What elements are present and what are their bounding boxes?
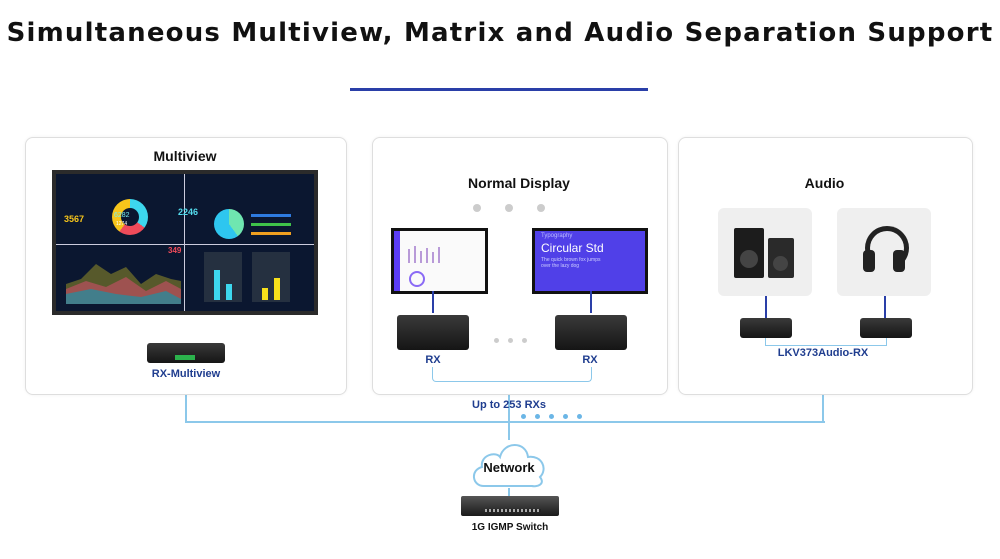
audio-rx-device <box>860 318 912 338</box>
rx-device <box>397 315 469 350</box>
rx-multiview-device <box>147 343 225 363</box>
audio-cable <box>765 296 767 318</box>
dot <box>508 338 513 343</box>
bar <box>251 232 291 235</box>
stat: 3567 <box>64 214 85 224</box>
panel-title: Normal Display <box>468 175 570 191</box>
area-chart <box>66 264 181 304</box>
split-line <box>184 174 185 311</box>
dot <box>494 338 499 343</box>
stat: 6282 <box>114 212 130 219</box>
dot <box>522 338 527 343</box>
hdmi-cable <box>590 291 592 313</box>
rx-label: RX <box>425 354 441 366</box>
stat: 2246 <box>178 207 199 217</box>
device-label: LKV373Audio-RX <box>777 347 869 359</box>
dot <box>563 414 568 419</box>
bar-panel <box>252 252 290 302</box>
screen-heading: Circular Std <box>541 241 604 255</box>
dot <box>521 414 526 419</box>
pie-chart <box>214 209 244 239</box>
dot <box>549 414 554 419</box>
audio-cable <box>884 296 886 318</box>
switch-label: 1G IGMP Switch <box>471 522 549 533</box>
rx-label: RX <box>582 354 598 366</box>
network-label: Network <box>483 460 535 475</box>
headphones-image <box>837 208 931 296</box>
switch-device <box>461 496 559 516</box>
bar-panel <box>204 252 242 302</box>
device-label: RX-Multiview <box>151 368 221 380</box>
donut-chart <box>112 199 148 235</box>
bar <box>251 214 291 217</box>
dot <box>535 414 540 419</box>
page-title: Simultaneous Multiview, Matrix and Audio… <box>6 18 994 48</box>
speakers-image <box>718 208 812 296</box>
stat: 1274 <box>116 221 128 227</box>
network-line <box>508 382 510 440</box>
network-bus <box>185 421 825 423</box>
rx-bracket <box>432 367 592 382</box>
dot <box>537 204 545 212</box>
network-line <box>185 380 187 423</box>
network-line <box>508 488 510 496</box>
monitor-typography: Typography Circular Std The quick brown … <box>532 228 648 294</box>
audio-rx-device <box>740 318 792 338</box>
split-line <box>56 244 314 245</box>
title-divider <box>350 88 648 91</box>
stat: 349 <box>168 246 182 255</box>
rx-device <box>555 315 627 350</box>
bar <box>251 223 291 226</box>
dot <box>505 204 513 212</box>
hdmi-cable <box>432 291 434 313</box>
multiview-tv: 3567 6282 1274 2246 349 <box>52 170 318 315</box>
audio-bracket <box>765 338 887 346</box>
screen-text: Typography <box>541 233 573 239</box>
dot <box>473 204 481 212</box>
panel-title: Multiview <box>153 148 217 164</box>
monitor-dashboard <box>391 228 488 294</box>
panel-title: Audio <box>804 175 845 191</box>
dot <box>577 414 582 419</box>
network-line <box>822 368 824 423</box>
capacity-label: Up to 253 RXs <box>472 399 546 411</box>
cloud-icon <box>473 444 545 488</box>
screen-text: The quick brown fox jumps over the lazy … <box>541 257 601 269</box>
